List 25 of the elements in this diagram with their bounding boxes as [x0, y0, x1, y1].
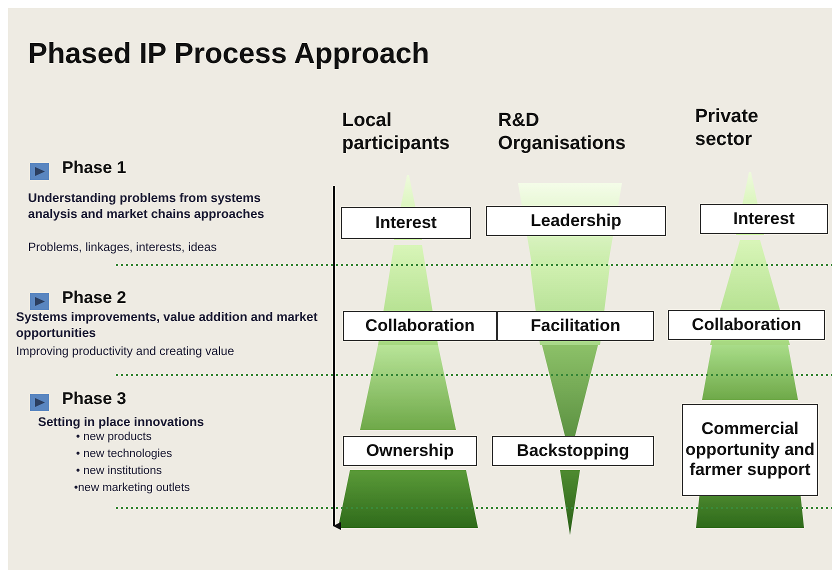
phase-heading: Phase 2	[62, 288, 128, 308]
label-box: Ownership	[343, 436, 477, 466]
bullet-item: • new institutions	[76, 465, 163, 477]
label-box: Commercial opportunity and farmer support	[682, 404, 818, 496]
bullet-item: • new products	[76, 431, 153, 443]
column-header: Local participants	[342, 110, 451, 156]
label-box: Interest	[341, 207, 471, 239]
phase-detail: Improving productivity and creating value	[16, 344, 236, 358]
phase-description: Setting in place innovations	[38, 414, 205, 430]
bullet-item: •new marketing outlets	[74, 482, 191, 494]
phase-detail: Problems, linkages, interests, ideas	[28, 240, 218, 254]
label-box: Leadership	[486, 206, 666, 236]
phase-heading: Phase 1	[62, 158, 128, 178]
label-box: Interest	[700, 204, 828, 234]
label-box: Collaboration	[668, 310, 825, 340]
bullet-item: • new technologies	[76, 448, 174, 460]
label-box: Backstopping	[492, 436, 654, 466]
phase-description: Systems improvements, value addition and market opportunities	[16, 309, 318, 342]
title: Phased IP Process Approach	[28, 38, 430, 71]
column-header: R&D Organisations	[498, 110, 627, 156]
phase-heading: Phase 3	[62, 389, 128, 409]
phase-description: Understanding problems from systems analysis and market chains approaches	[28, 190, 266, 222]
column-header: Private sector	[695, 106, 760, 152]
label-box: Collaboration	[343, 311, 497, 341]
label-box: Facilitation	[497, 311, 654, 341]
